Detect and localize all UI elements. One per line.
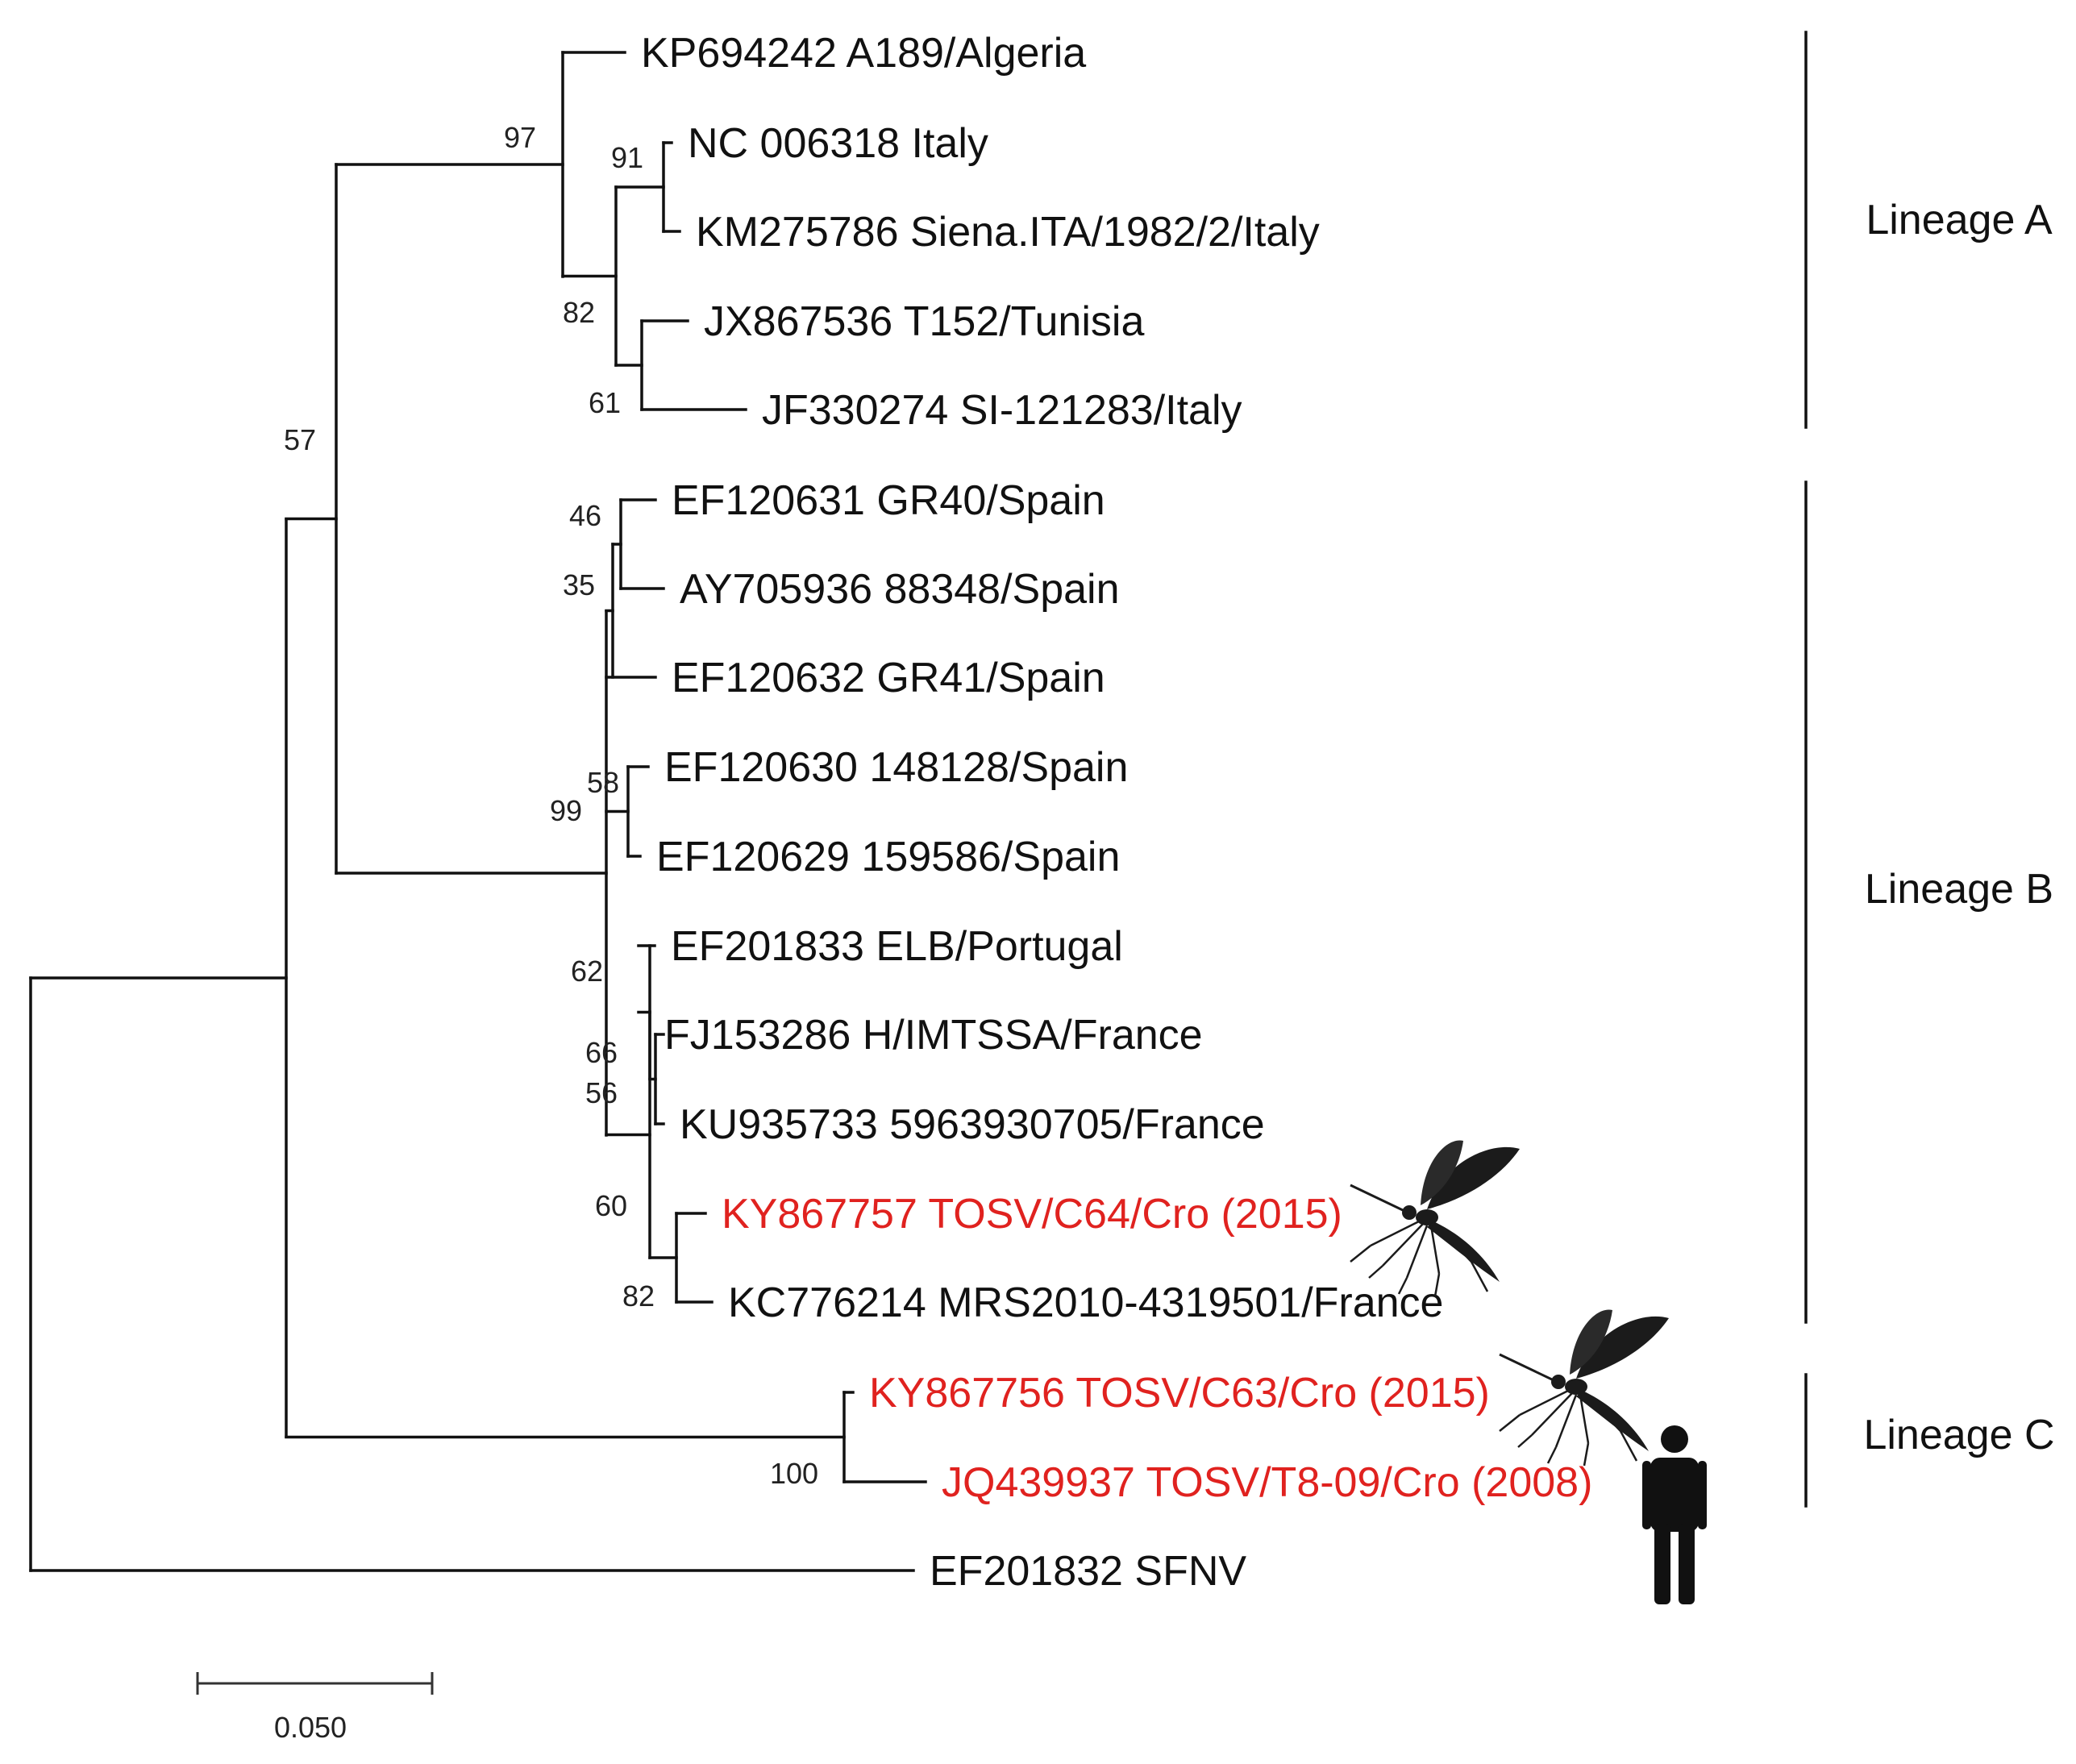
taxon-label-t15: KC776214 MRS2010-4319501/France bbox=[728, 1279, 1443, 1326]
taxon-label-t10: EF120629 159586/Spain bbox=[656, 834, 1120, 880]
taxon-label-t3: KM275786 Siena.ITA/1982/2/Italy bbox=[696, 209, 1320, 256]
bootstrap-value: 91 bbox=[611, 141, 643, 174]
bootstrap-value: 97 bbox=[504, 121, 536, 154]
bootstrap-value: 100 bbox=[770, 1457, 818, 1490]
bootstrap-value: 82 bbox=[622, 1279, 655, 1313]
mosquito-icon bbox=[1350, 1140, 1520, 1297]
taxon-label-t14: KY867757 TOSV/C64/Cro (2015) bbox=[722, 1191, 1342, 1238]
bootstrap-value: 57 bbox=[284, 423, 316, 456]
human-icon bbox=[1642, 1425, 1707, 1604]
taxon-label-t12: FJ153286 H/IMTSSA/France bbox=[664, 1012, 1203, 1059]
bootstrap-value: 82 bbox=[563, 296, 595, 329]
lineage-label-C: Lineage C bbox=[1863, 1412, 2054, 1458]
scale-bar-label: 0.050 bbox=[274, 1711, 347, 1744]
bootstrap-value: 46 bbox=[569, 499, 601, 532]
taxon-label-t5: JF330274 SI-121283/Italy bbox=[762, 387, 1242, 434]
taxon-label-t11: EF201833 ELB/Portugal bbox=[671, 923, 1123, 970]
lineage-label-B: Lineage B bbox=[1865, 866, 2053, 913]
scale-bar: 0.050 bbox=[196, 1672, 434, 1744]
bootstrap-value: 99 bbox=[550, 794, 582, 827]
taxon-label-t4: JX867536 T152/Tunisia bbox=[704, 298, 1144, 345]
taxon-labels: KP694242 A189/Algeria NC 006318 ItalyKM27… bbox=[641, 30, 1592, 1595]
bootstrap-value: 66 bbox=[585, 1036, 618, 1069]
taxon-label-t9: EF120630 148128/Spain bbox=[664, 744, 1128, 791]
bootstrap-value: 60 bbox=[595, 1189, 627, 1222]
taxon-label-t13: KU935733 5963930705/France bbox=[680, 1101, 1265, 1148]
taxon-label-t17: JQ439937 TOSV/T8-09/Cro (2008) bbox=[942, 1459, 1592, 1506]
bootstrap-value: 58 bbox=[587, 766, 619, 799]
host-icons bbox=[1350, 1140, 1707, 1604]
mosquito-icon bbox=[1499, 1309, 1669, 1467]
taxon-label-t18: EF201832 SFNV bbox=[930, 1548, 1246, 1595]
lineage-annotations: Lineage A Lineage B Lineage C bbox=[1804, 31, 2055, 1508]
tree-branches bbox=[29, 51, 927, 1572]
taxon-label-t1: KP694242 A189/Algeria bbox=[641, 30, 1086, 77]
taxon-label-t2: NC 006318 Italy bbox=[688, 120, 988, 167]
bootstrap-value: 62 bbox=[571, 955, 603, 988]
lineage-label-A: Lineage A bbox=[1866, 197, 2053, 243]
taxon-label-t6: EF120631 GR40/Spain bbox=[672, 477, 1105, 524]
bootstrap-value: 61 bbox=[589, 386, 621, 419]
taxon-label-t16: KY867756 TOSV/C63/Cro (2015) bbox=[869, 1370, 1490, 1417]
taxon-label-t8: EF120632 GR41/Spain bbox=[672, 655, 1105, 701]
bootstrap-value: 35 bbox=[563, 568, 595, 601]
bootstrap-value: 56 bbox=[585, 1076, 618, 1109]
taxon-label-t7: AY705936 88348/Spain bbox=[680, 566, 1120, 613]
